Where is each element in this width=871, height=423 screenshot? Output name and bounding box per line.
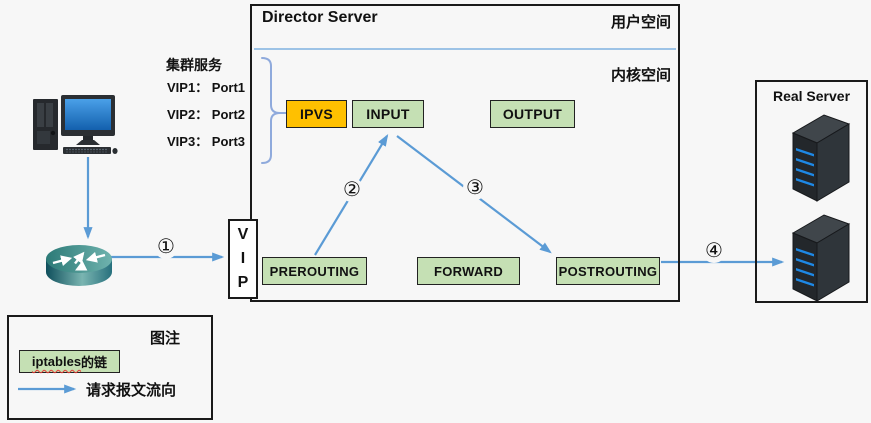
vip-letter: V [237, 226, 249, 243]
flow-step-2: ② [340, 178, 364, 202]
cluster-service-entry: VIP2： Port2 [167, 107, 246, 122]
flow-step-4: ④ [702, 239, 726, 263]
director-server-box: Director Server 用户空间 内核空间 [250, 4, 680, 302]
kernel-space-label: 内核空间 [610, 67, 671, 84]
cluster-service-entry: VIP1： Port1 [167, 80, 246, 95]
cluster-service-entry: VIP3： Port3 [167, 134, 246, 149]
user-space-label: 用户空间 [610, 14, 671, 31]
postrouting-chain-box: POSTROUTING [556, 257, 660, 285]
director-server-title: Director Server [262, 9, 378, 26]
cluster-service-title: 集群服务 [166, 57, 222, 73]
output-chain-box: OUTPUT [490, 100, 575, 128]
legend-chip-label-en: iptables [31, 354, 82, 369]
prerouting-chain-box: PREROUTING [262, 257, 367, 285]
real-server-box: Real Server [755, 80, 868, 303]
server-tower-icon [791, 214, 851, 302]
flow-step-1: ① [154, 235, 178, 259]
input-chain-box: INPUT [352, 100, 424, 128]
desktop-computer-icon [33, 95, 118, 154]
user-kernel-divider [254, 48, 676, 50]
ipvs-box: IPVS [286, 100, 347, 128]
flow-step-3: ③ [463, 176, 487, 200]
vip-box: V I P [228, 219, 258, 299]
real-server-title: Real Server [772, 88, 851, 104]
vip-letter: P [237, 274, 249, 291]
vip-letter: I [240, 250, 246, 267]
forward-chain-box: FORWARD [417, 257, 520, 285]
legend-flow-label: 请求报文流向 [86, 382, 177, 399]
router-icon [46, 245, 112, 286]
server-tower-icon [791, 114, 851, 202]
legend-title: 图注 [150, 330, 181, 347]
legend-chip-label-zh: 的链 [81, 355, 108, 370]
